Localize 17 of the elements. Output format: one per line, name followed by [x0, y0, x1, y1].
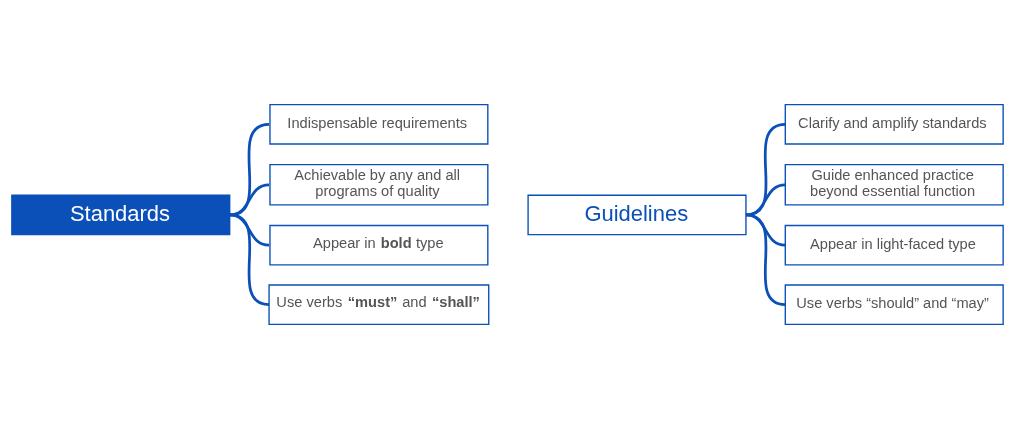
node-box: Indispensable requirements: [269, 103, 489, 145]
connector: [745, 182, 786, 216]
node-box: Clarify and amplify standards: [784, 103, 1004, 145]
node-box: Guidelines: [527, 194, 747, 235]
node-box: Standards: [11, 194, 231, 235]
connector: [229, 213, 270, 306]
node-box: Appear in light-faced type: [784, 224, 1004, 266]
node-box: Use verbs “should” and “may”: [784, 283, 1004, 325]
connector: [229, 122, 270, 216]
node-box: Appear in bold type: [269, 224, 489, 266]
node-box: Use verbs “must” and “shall”: [268, 283, 490, 325]
node-box: Achievable by any and all programs of quality: [269, 163, 489, 206]
node-box: Guide enhanced practice beyond essential function: [784, 163, 1004, 206]
connector: [745, 213, 786, 306]
connector: [229, 182, 270, 216]
connector: [745, 122, 786, 216]
connector: [745, 213, 786, 247]
